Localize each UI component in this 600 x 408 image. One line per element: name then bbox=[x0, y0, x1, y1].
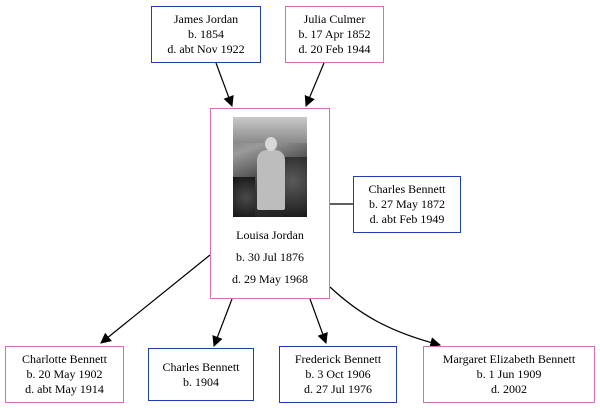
edge-subject-to-child-4 bbox=[329, 286, 442, 348]
person-birth: b. 27 May 1872 bbox=[369, 197, 445, 211]
person-birth: b. 1 Jun 1909 bbox=[476, 367, 542, 381]
person-death: d. abt Feb 1949 bbox=[369, 212, 445, 226]
edge-mother-to-subject bbox=[304, 62, 325, 107]
person-death: d. 27 Jul 1976 bbox=[303, 382, 372, 396]
person-card-child-3[interactable]: Frederick Bennett b. 3 Oct 1906 d. 27 Ju… bbox=[279, 346, 397, 403]
person-name: Charles Bennett bbox=[162, 359, 240, 374]
person-card-mother[interactable]: Julia Culmer b. 17 Apr 1852 d. 20 Feb 19… bbox=[285, 6, 384, 63]
person-name: Charlotte Bennett bbox=[22, 352, 107, 366]
person-card-child-1[interactable]: Charlotte Bennett b. 20 May 1902 d. abt … bbox=[5, 346, 124, 403]
edge-subject-to-child-2 bbox=[212, 298, 233, 348]
person-birth: b. 20 May 1902 bbox=[26, 367, 103, 381]
person-death: d. 29 May 1968 bbox=[232, 272, 308, 286]
person-card-child-4[interactable]: Margaret Elizabeth Bennett b. 1 Jun 1909… bbox=[423, 346, 595, 403]
person-name: Margaret Elizabeth Bennett bbox=[442, 352, 576, 366]
person-name: Louisa Jordan bbox=[236, 228, 304, 242]
person-name: James Jordan bbox=[173, 12, 239, 26]
person-birth: b. 30 Jul 1876 bbox=[235, 250, 304, 264]
portrait-photo bbox=[233, 116, 307, 217]
edge-father-to-subject bbox=[215, 62, 234, 108]
person-death: d. 20 Feb 1944 bbox=[298, 42, 371, 56]
person-birth: b. 3 Oct 1906 bbox=[305, 367, 371, 381]
person-name: Julia Culmer bbox=[303, 12, 366, 26]
person-death: d. abt May 1914 bbox=[25, 382, 104, 396]
person-name: Charles Bennett bbox=[368, 182, 446, 196]
person-birth: b. 1904 bbox=[183, 374, 219, 389]
person-name: Frederick Bennett bbox=[294, 352, 382, 366]
person-death: d. 2002 bbox=[491, 382, 527, 396]
person-card-spouse[interactable]: Charles Bennett b. 27 May 1872 d. abt Fe… bbox=[353, 176, 461, 233]
person-birth: b. 1854 bbox=[188, 27, 224, 41]
person-card-subject[interactable]: Louisa Jordan b. 30 Jul 1876 d. 29 May 1… bbox=[210, 108, 330, 299]
person-birth: b. 17 Apr 1852 bbox=[298, 27, 371, 41]
person-card-father[interactable]: James Jordan b. 1854 d. abt Nov 1922 bbox=[151, 6, 261, 63]
edge-subject-to-child-3 bbox=[309, 298, 328, 345]
person-death: d. abt Nov 1922 bbox=[167, 42, 245, 56]
person-card-child-2[interactable]: Charles Bennett b. 1904 bbox=[148, 348, 254, 401]
edge-subject-to-child-1 bbox=[100, 254, 211, 344]
